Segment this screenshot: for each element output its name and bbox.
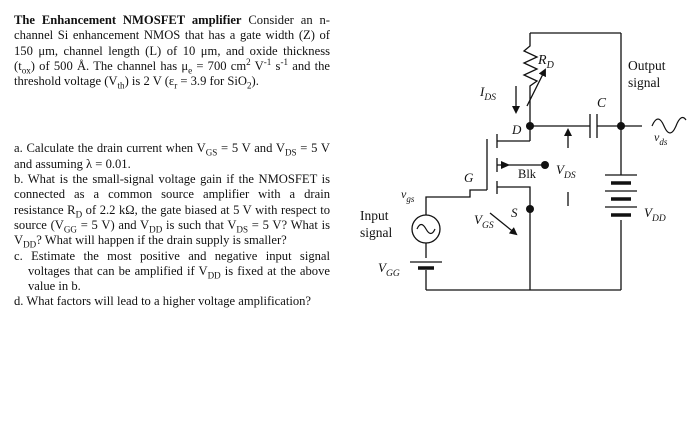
node-dot-body bbox=[541, 161, 549, 169]
intro-text: Consider an n-channel Si enhancement NMO… bbox=[14, 13, 330, 73]
body-label: Blk bbox=[518, 167, 537, 181]
sub-dd: DD bbox=[149, 224, 163, 235]
vgs-arrow bbox=[489, 212, 518, 236]
part-b-text: = 5 V) and V bbox=[76, 217, 150, 232]
sub-ds: DS bbox=[236, 224, 249, 235]
sub-ox: ox bbox=[21, 65, 31, 76]
part-a-text: = 5 V and V bbox=[217, 141, 285, 156]
vds-small-label: vds bbox=[654, 130, 668, 147]
output-label: Output bbox=[628, 58, 666, 73]
part-c-text: c. Estimate the most positive and negati… bbox=[14, 248, 330, 278]
ac-sine-icon bbox=[416, 223, 436, 235]
part-c-text: is fixed at the above value in b. bbox=[28, 263, 330, 294]
sub-gs: GS bbox=[205, 148, 218, 158]
sub-dd: DD bbox=[207, 270, 221, 281]
vdd-label: VDD bbox=[644, 205, 666, 224]
problem-text: The Enhancement NMOSFET amplifier Consid… bbox=[14, 13, 330, 310]
part-b-text: b. What is the small-signal voltage gain… bbox=[14, 172, 330, 217]
gate-lead bbox=[425, 189, 487, 236]
sub-ds: DS bbox=[284, 148, 297, 158]
intro-text: and the threshold voltage (V bbox=[14, 58, 331, 89]
gate-label: G bbox=[464, 170, 474, 185]
capacitor-label: C bbox=[597, 95, 607, 110]
sup-2: 2 bbox=[246, 56, 251, 67]
problem-title: The Enhancement NMOSFET amplifier bbox=[14, 13, 242, 27]
sub-d: D bbox=[75, 209, 83, 220]
source-lead bbox=[497, 186, 531, 290]
sub-r: r bbox=[174, 80, 178, 91]
vgs-label: VGS bbox=[474, 212, 494, 231]
sup-minus1: -1 bbox=[280, 56, 289, 67]
problem-intro: The Enhancement NMOSFET amplifier Consid… bbox=[14, 13, 331, 91]
input-label: Input bbox=[360, 208, 389, 223]
part-a-text: a. Calculate the drain current when V bbox=[14, 141, 206, 156]
intro-text: ) of 500 Å. The channel has μ bbox=[30, 58, 189, 73]
sub-2: 2 bbox=[246, 80, 252, 91]
part-c: c. Estimate the most positive and negati… bbox=[14, 249, 330, 295]
source-channel-arrow bbox=[501, 161, 510, 169]
rd-label: RD bbox=[537, 53, 555, 71]
vds-label: VDS bbox=[556, 162, 576, 181]
sub-dd: DD bbox=[23, 239, 37, 250]
vgg-label: VGG bbox=[378, 260, 400, 279]
input-label: signal bbox=[360, 225, 392, 240]
node-dot-source bbox=[526, 205, 534, 213]
part-a-text: = 5 V and assuming λ = 0.01. bbox=[14, 141, 331, 171]
part-b: b. What is the small-signal voltage gain… bbox=[14, 172, 330, 250]
sup-minus1: -1 bbox=[263, 56, 272, 67]
intro-text: = 700 cm bbox=[192, 58, 247, 73]
intro-text: V bbox=[250, 58, 264, 73]
intro-text: s bbox=[271, 58, 281, 73]
rd-arrow bbox=[526, 68, 546, 107]
intro-text: = 3.9 for SiO bbox=[177, 74, 247, 89]
drain-label: D bbox=[511, 122, 522, 137]
part-b-text: is such that V bbox=[162, 217, 237, 232]
drain-resistor bbox=[522, 33, 539, 126]
part-a: a. Calculate the drain current when VGS … bbox=[14, 141, 330, 172]
part-d-text: d. What factors will lead to a higher vo… bbox=[14, 294, 312, 309]
output-label: signal bbox=[628, 75, 660, 90]
part-b-text: = 5 V? What is V bbox=[14, 217, 330, 248]
sub-gg: GG bbox=[63, 224, 77, 235]
node-dot-drain bbox=[526, 122, 534, 130]
part-b-text: ? What will happen if the drain supply i… bbox=[36, 233, 287, 248]
vgs-small-label: vgs bbox=[401, 187, 415, 204]
source-label: S bbox=[511, 205, 518, 220]
output-sine-icon bbox=[651, 116, 687, 134]
intro-text: ) is 2 V (ε bbox=[124, 74, 175, 89]
sub-th: th bbox=[117, 80, 125, 91]
sub-e: e bbox=[188, 65, 193, 76]
part-d: d. What factors will lead to a higher vo… bbox=[14, 294, 330, 309]
part-b-text: of 2.2 kΩ, the gate biased at 5 V with r… bbox=[14, 202, 330, 232]
intro-text: ). bbox=[251, 74, 259, 89]
node-dot-output bbox=[617, 122, 625, 130]
ids-label: IDS bbox=[479, 84, 496, 103]
